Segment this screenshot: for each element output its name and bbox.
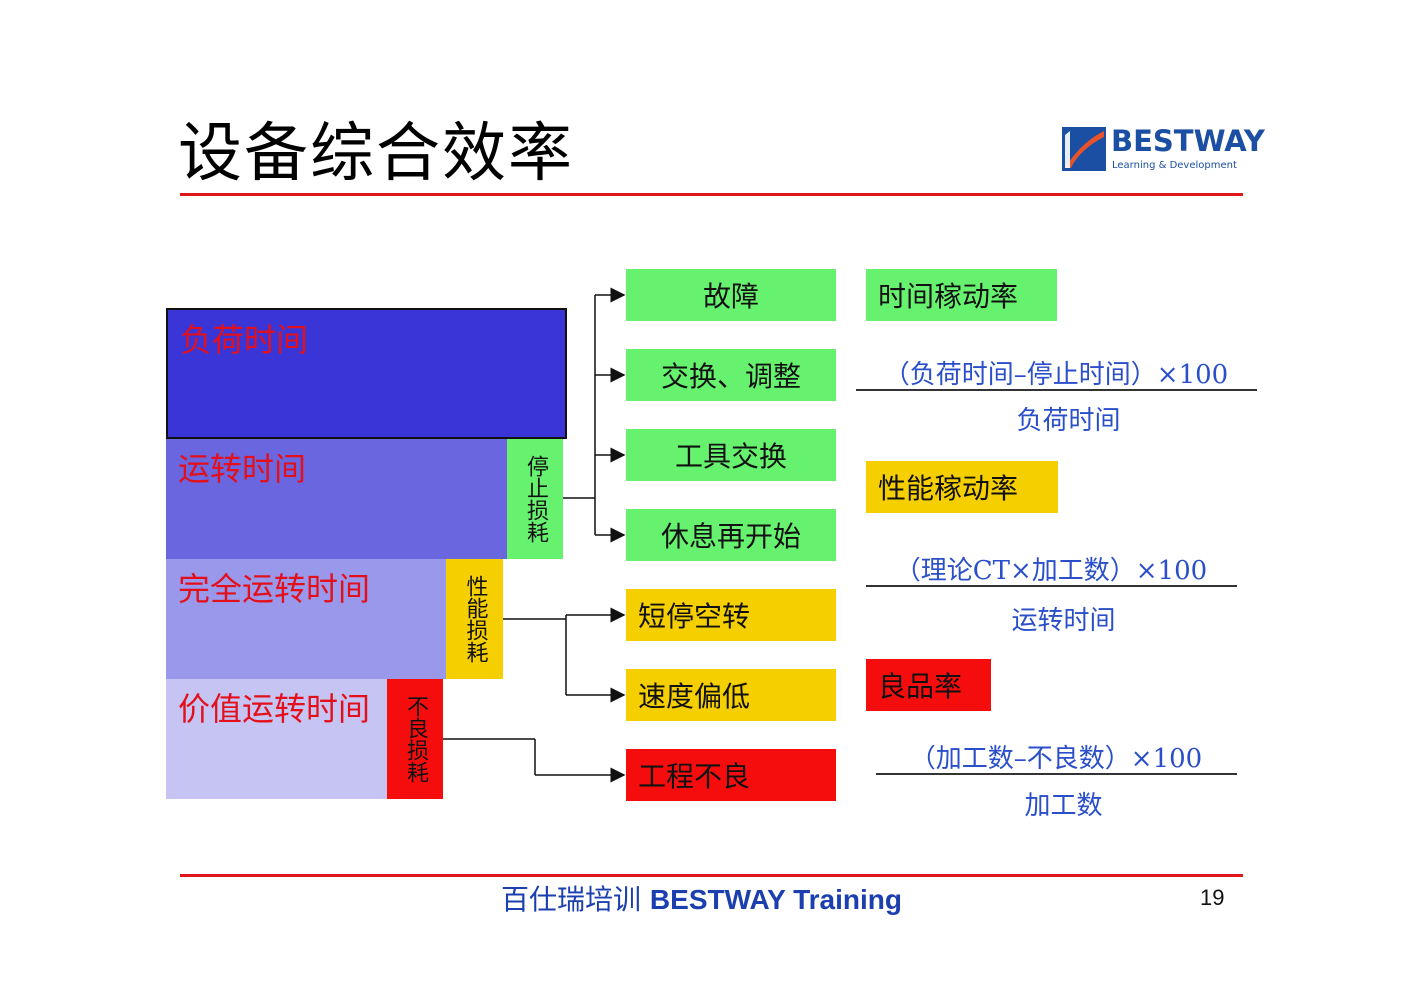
rate-numerator: （理论CT×加工数）×100 bbox=[894, 556, 1208, 586]
time-block-value-operating: 价值运转时间 bbox=[166, 679, 387, 799]
rate-name: 性能稼动率 bbox=[878, 472, 1019, 505]
loss-item: 故障 bbox=[626, 269, 836, 321]
loss-item: 工程不良 bbox=[626, 749, 836, 801]
rate-title-performance: 性能稼动率 bbox=[866, 461, 1058, 513]
fraction-line bbox=[876, 773, 1237, 775]
time-block-operating: 运转时间 bbox=[166, 439, 507, 559]
loss-item: 交换、调整 bbox=[626, 349, 836, 401]
logo-mark-icon bbox=[1062, 127, 1106, 171]
footer-divider bbox=[180, 874, 1243, 877]
time-block-label: 完全运转时间 bbox=[178, 570, 371, 608]
page-number: 19 bbox=[1200, 885, 1225, 910]
rate-denominator: 运转时间 bbox=[1011, 606, 1116, 636]
logo-tagline: Learning & Development bbox=[1112, 160, 1237, 171]
footer-en: BESTWAY Training bbox=[649, 884, 902, 915]
loss-item-label: 工具交换 bbox=[674, 440, 787, 473]
loss-item: 速度偏低 bbox=[626, 669, 836, 721]
rate-title-quality: 良品率 bbox=[866, 659, 991, 711]
time-block-label: 价值运转时间 bbox=[178, 690, 371, 728]
page-title: 设备综合效率 bbox=[178, 117, 574, 191]
loss-item-label: 休息再开始 bbox=[660, 520, 801, 553]
rate-numerator: （负荷时间–停止时间）×100 bbox=[883, 360, 1229, 390]
rate-denominator: 负荷时间 bbox=[1016, 406, 1121, 436]
time-block-label: 负荷时间 bbox=[180, 321, 309, 359]
loss-item-label: 交换、调整 bbox=[660, 360, 801, 393]
footer-text: 百仕瑞培训 BESTWAY Training bbox=[0, 882, 1403, 918]
rate-numerator: （加工数–不良数）×100 bbox=[909, 744, 1203, 774]
rate-name: 良品率 bbox=[878, 670, 963, 703]
loss-group-defect: 不良损耗 bbox=[387, 679, 443, 799]
time-block-load: 负荷时间 bbox=[166, 308, 567, 439]
loss-item: 短停空转 bbox=[626, 589, 836, 641]
rate-name: 时间稼动率 bbox=[878, 280, 1019, 313]
loss-group-stop: 停止损耗 bbox=[507, 439, 563, 559]
loss-item-label: 工程不良 bbox=[638, 760, 751, 793]
rate-denominator: 加工数 bbox=[1024, 791, 1103, 821]
loss-group-performance: 性能损耗 bbox=[446, 559, 503, 679]
header-divider bbox=[180, 193, 1243, 196]
loss-item-label: 短停空转 bbox=[638, 600, 751, 633]
fraction-line bbox=[866, 585, 1237, 587]
rate-title-availability: 时间稼动率 bbox=[866, 269, 1057, 321]
loss-item-label: 故障 bbox=[702, 280, 759, 313]
time-block-label: 运转时间 bbox=[178, 450, 307, 488]
loss-item: 休息再开始 bbox=[626, 509, 836, 561]
time-block-net-operating: 完全运转时间 bbox=[166, 559, 446, 679]
logo-brand: BESTWAY bbox=[1111, 124, 1265, 158]
fraction-line bbox=[856, 389, 1257, 391]
loss-item: 工具交换 bbox=[626, 429, 836, 481]
loss-item-label: 速度偏低 bbox=[638, 680, 751, 713]
footer-cn: 百仕瑞培训 bbox=[501, 883, 642, 916]
